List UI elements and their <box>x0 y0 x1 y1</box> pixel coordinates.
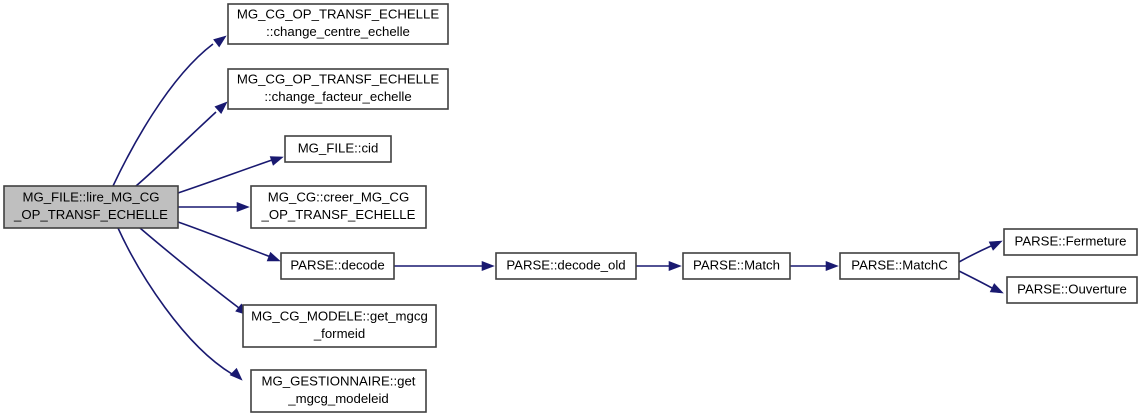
call-edge-matchc-to-fermeture <box>958 245 992 263</box>
call-edge-matchc-to-ouverture <box>958 270 993 289</box>
node-label-line: PARSE::Match <box>693 257 780 272</box>
call-edge-root-to-get_mgcg_modeleid <box>117 227 233 375</box>
node-label-line: MG_FILE::cid <box>298 140 379 155</box>
graph-node-decode_old[interactable]: PARSE::decode_old <box>495 252 637 280</box>
node-label-line: MG_FILE::lire_MG_CG <box>22 190 159 205</box>
node-label-line: _OP_TRANSF_ECHELLE <box>261 207 416 222</box>
graph-node-fermeture[interactable]: PARSE::Fermeture <box>1003 228 1138 256</box>
node-box[interactable] <box>495 252 637 280</box>
arrowhead-icon <box>269 156 284 166</box>
node-box[interactable] <box>250 369 427 413</box>
node-label-line: ::change_centre_echelle <box>266 24 410 39</box>
graph-node-root[interactable]: MG_FILE::lire_MG_CG_OP_TRANSF_ECHELLE <box>3 185 179 229</box>
node-box[interactable] <box>1006 276 1138 304</box>
graph-node-matchc[interactable]: PARSE::MatchC <box>839 252 960 280</box>
graph-node-creer_MG_CG_OP_TRANSF_ECHELLE[interactable]: MG_CG::creer_MG_CG_OP_TRANSF_ECHELLE <box>250 185 427 229</box>
call-edge-root-to-cid <box>177 159 273 194</box>
arrowhead-icon <box>214 101 228 114</box>
node-box[interactable] <box>227 68 449 110</box>
node-layer: MG_FILE::lire_MG_CG_OP_TRANSF_ECHELLEMG_… <box>3 3 1138 413</box>
edge-layer <box>112 35 1004 381</box>
node-label-line: MG_CG_OP_TRANSF_ECHELLE <box>237 72 439 87</box>
node-label-line: PARSE::decode_old <box>506 257 625 272</box>
arrowhead-icon <box>236 201 250 213</box>
graph-node-change_centre_echelle[interactable]: MG_CG_OP_TRANSF_ECHELLE::change_centre_e… <box>227 3 449 45</box>
call-edge-root-to-change_facteur_echelle <box>135 111 217 187</box>
arrowhead-icon <box>825 260 839 272</box>
node-label-line: MG_CG::creer_MG_CG <box>268 190 409 205</box>
node-box[interactable] <box>682 252 791 280</box>
node-label-line: _OP_TRANSF_ECHELLE <box>13 207 168 222</box>
node-box[interactable] <box>227 3 449 45</box>
node-box[interactable] <box>280 252 395 280</box>
arrowhead-icon <box>988 240 1003 251</box>
graph-node-get_mgcg_formeid[interactable]: MG_CG_MODELE::get_mgcg_formeid <box>242 304 437 348</box>
graph-node-get_mgcg_modeleid[interactable]: MG_GESTIONNAIRE::get_mgcg_modeleid <box>250 369 427 413</box>
node-label-line: MG_CG_MODELE::get_mgcg <box>251 309 428 324</box>
node-box[interactable] <box>839 252 960 280</box>
arrowhead-icon <box>229 367 243 381</box>
arrowhead-icon <box>989 283 1004 294</box>
graph-node-change_facteur_echelle[interactable]: MG_CG_OP_TRANSF_ECHELLE::change_facteur_… <box>227 68 449 110</box>
node-label-line: ::change_facteur_echelle <box>264 89 411 104</box>
node-label-line: MG_GESTIONNAIRE::get <box>262 374 416 389</box>
graph-node-ouverture[interactable]: PARSE::Ouverture <box>1006 276 1138 304</box>
node-label-line: PARSE::Ouverture <box>1017 281 1127 296</box>
call-edge-root-to-change_centre_echelle <box>112 43 214 187</box>
arrowhead-icon <box>213 35 227 48</box>
call-edge-root-to-decode <box>177 221 272 258</box>
node-label-line: PARSE::Fermeture <box>1015 233 1127 248</box>
node-label-line: PARSE::MatchC <box>851 257 948 272</box>
arrowhead-icon <box>481 260 495 272</box>
node-label-line: _mgcg_modeleid <box>287 391 388 406</box>
node-box[interactable] <box>3 185 179 229</box>
node-label-line: PARSE::decode <box>290 257 384 272</box>
arrowhead-icon <box>668 260 682 272</box>
graph-node-match[interactable]: PARSE::Match <box>682 252 791 280</box>
node-box[interactable] <box>250 185 427 229</box>
node-box[interactable] <box>284 135 392 163</box>
graph-node-decode[interactable]: PARSE::decode <box>280 252 395 280</box>
node-label-line: MG_CG_OP_TRANSF_ECHELLE <box>237 7 439 22</box>
node-box[interactable] <box>242 304 437 348</box>
arrowhead-icon <box>266 251 281 262</box>
node-box[interactable] <box>1003 228 1138 256</box>
graph-node-cid[interactable]: MG_FILE::cid <box>284 135 392 163</box>
node-label-line: _formeid <box>313 326 365 341</box>
call-edge-root-to-get_mgcg_formeid <box>139 227 240 309</box>
